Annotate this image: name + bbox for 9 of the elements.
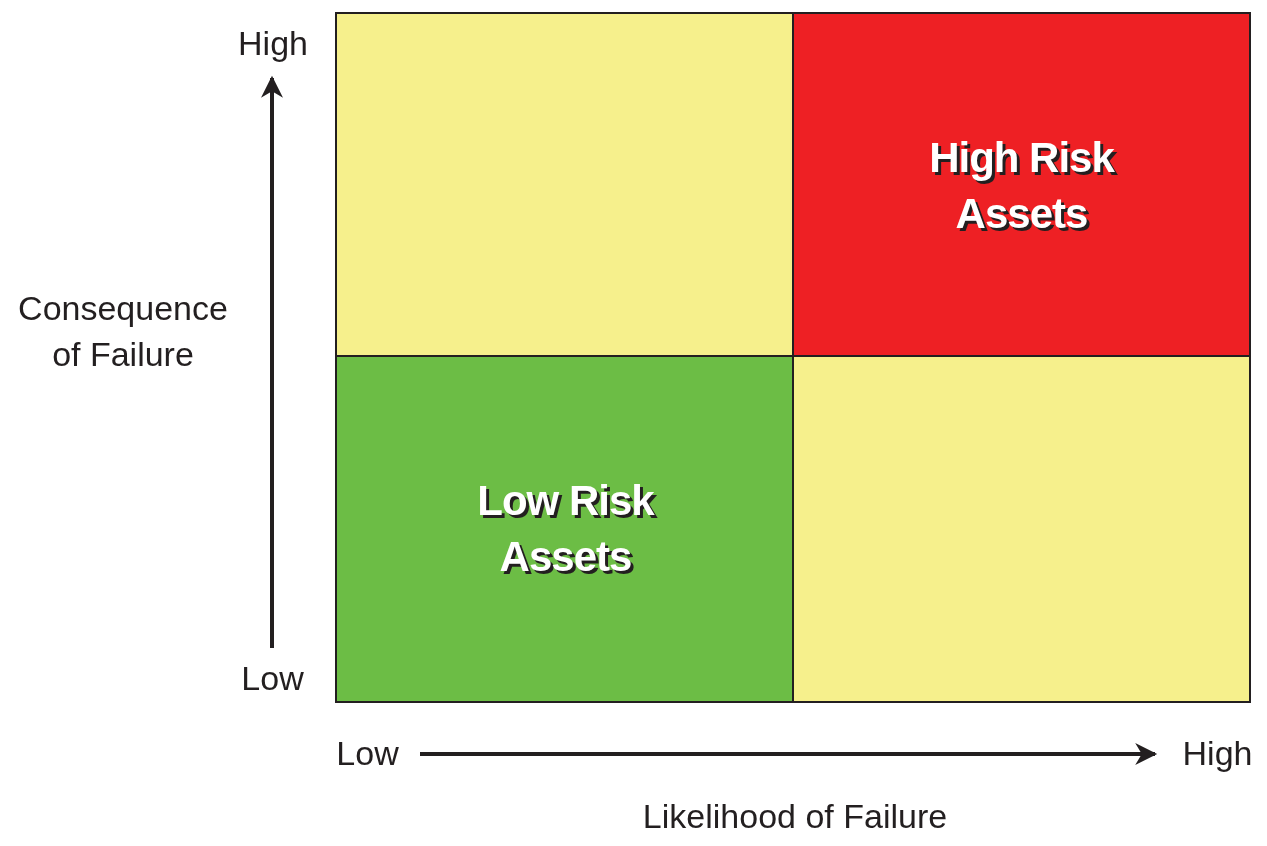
axis-end-label: Low (335, 733, 400, 774)
quadrant-label: High Risk Assets (928, 132, 1116, 239)
axis-end-label: Low (240, 658, 305, 699)
quadrant-label: Low Risk Assets (476, 476, 656, 582)
matrix-cell (792, 355, 1251, 703)
axis-title: Likelihood of Failure (641, 796, 949, 837)
axis-end-label: High (1181, 733, 1254, 774)
axis-title: Consequence of Failure (17, 288, 229, 375)
axis-end-label: High (237, 23, 309, 64)
